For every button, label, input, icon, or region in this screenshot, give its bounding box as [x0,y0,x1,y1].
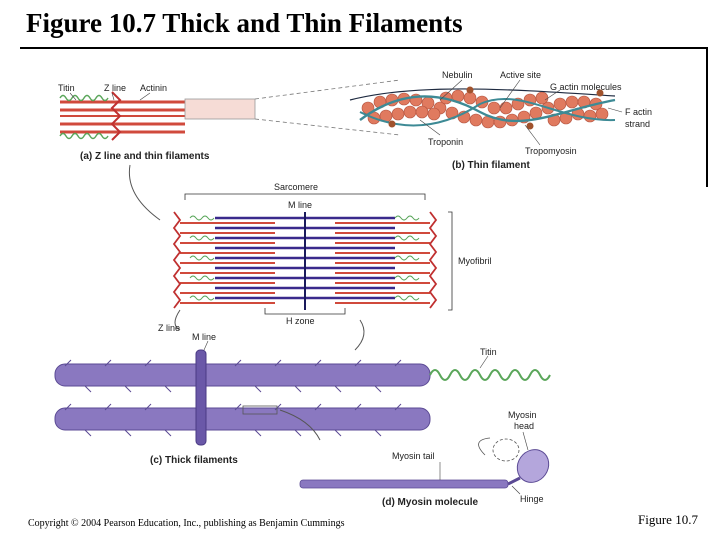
label-z-line-a: Z line [104,83,126,93]
slide-title: Figure 10.7 Thick and Thin Filaments [26,8,463,38]
label-titin-a: Titin [58,83,75,93]
label-m-line-sarcomere: M line [288,200,312,210]
label-hinge: Hinge [520,494,544,504]
caption-panel-a: (a) Z line and thin filaments [80,151,210,162]
sarcomere-diagram [172,193,453,351]
label-f-actin-strand: strand [625,119,650,129]
label-m-line-thick: M line [192,332,216,342]
label-f-actin: F actin [625,107,652,117]
caption-panel-b: (b) Thin filament [452,160,530,171]
panel-a-z-line-diagram [59,79,401,221]
label-titin-c: Titin [480,347,497,357]
label-active-site: Active site [500,70,541,80]
label-myosin-head-2: head [514,421,534,431]
label-myosin-head-1: Myosin [508,410,537,420]
copyright-notice: Copyright © 2004 Pearson Education, Inc.… [28,518,345,529]
label-z-line-sarcomere: Z line [158,323,180,333]
side-rule [706,47,708,187]
title-rule [20,47,706,49]
panel-c-thick-filaments-diagram [54,340,551,446]
panel-b-thin-filament-diagram [349,79,623,146]
label-nebulin: Nebulin [442,70,473,80]
label-myosin-tail: Myosin tail [392,451,435,461]
label-g-actin: G actin molecules [550,82,622,92]
label-h-zone: H zone [286,316,315,326]
label-actinin: Actinin [140,83,167,93]
caption-panel-d: (d) Myosin molecule [382,497,479,508]
label-sarcomere: Sarcomere [274,182,318,192]
label-tropomyosin: Tropomyosin [525,146,577,156]
label-troponin: Troponin [428,137,463,147]
label-myofibril: Myofibril [458,256,492,266]
caption-panel-c: (c) Thick filaments [150,455,238,466]
figure-number: Figure 10.7 [638,512,698,527]
panel-d-myosin-molecule-diagram [299,431,550,495]
